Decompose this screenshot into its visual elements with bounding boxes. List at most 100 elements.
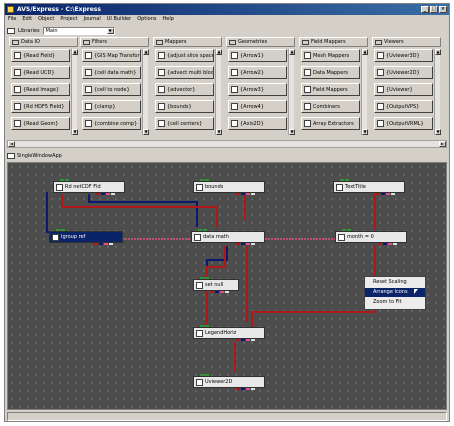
output-port[interactable]	[378, 243, 382, 245]
output-port[interactable]	[104, 243, 108, 245]
palette-module-button[interactable]: {Read Image}	[11, 83, 70, 96]
palette-hscrollbar[interactable]: ◄ ►	[7, 140, 447, 148]
menu-file[interactable]: File	[8, 16, 17, 22]
input-ports[interactable]	[56, 229, 65, 231]
input-port[interactable]	[200, 325, 204, 327]
output-ports[interactable]	[210, 291, 229, 293]
output-ports[interactable]	[376, 193, 395, 195]
output-port[interactable]	[381, 193, 385, 195]
output-port[interactable]	[251, 243, 255, 245]
output-port[interactable]	[225, 291, 229, 293]
output-port[interactable]	[376, 193, 380, 195]
network-node-data-math[interactable]: data math	[191, 229, 265, 245]
context-menu-item[interactable]: Arrange Icons	[365, 288, 425, 297]
palette-module-button[interactable]: Data Mappers	[301, 66, 360, 79]
scroll-right-icon[interactable]: ►	[439, 141, 446, 147]
output-port[interactable]	[251, 388, 255, 390]
palette-module-button[interactable]: {cell data math}	[82, 66, 141, 79]
palette-module-button[interactable]: {GIS Map Transfor	[82, 49, 141, 62]
palette-module-button[interactable]: {cell to node}	[82, 83, 141, 96]
palette-module-button[interactable]: {Arrow2}	[228, 66, 287, 79]
output-ports[interactable]	[96, 193, 115, 195]
output-port[interactable]	[236, 339, 240, 341]
palette-module-button[interactable]: {advect multi block	[155, 66, 214, 79]
input-port[interactable]	[342, 229, 346, 231]
palette-module-button[interactable]: {adjust slice space	[155, 49, 214, 62]
palette-column-header[interactable]: Filters	[80, 37, 149, 47]
output-port[interactable]	[99, 243, 103, 245]
palette-module-button[interactable]: {Uviewer}	[374, 83, 433, 96]
input-port[interactable]	[56, 229, 60, 231]
palette-module-button[interactable]: {combine comp}	[82, 117, 141, 130]
output-port[interactable]	[109, 243, 113, 245]
chevron-down-icon[interactable]: ▼	[106, 27, 114, 34]
output-port[interactable]	[251, 339, 255, 341]
output-port[interactable]	[101, 193, 105, 195]
palette-vscrollbar[interactable]: ▲▼	[71, 49, 78, 135]
output-port[interactable]	[106, 193, 110, 195]
scroll-up-icon[interactable]: ▲	[143, 49, 149, 55]
output-port[interactable]	[96, 193, 100, 195]
palette-vscrollbar[interactable]: ▲▼	[288, 49, 295, 135]
palette-module-button[interactable]: {Read Geom}	[11, 117, 70, 130]
output-port[interactable]	[246, 388, 250, 390]
network-node-legend-horiz[interactable]: LegendHoriz	[193, 325, 265, 341]
output-port[interactable]	[246, 193, 250, 195]
input-port[interactable]	[345, 179, 349, 181]
palette-module-button[interactable]: {OutputVPS}	[374, 100, 433, 113]
output-port[interactable]	[388, 243, 392, 245]
close-button[interactable]: ×	[439, 6, 447, 13]
palette-module-button[interactable]: {OutputVRML}	[374, 117, 433, 130]
input-port[interactable]	[340, 179, 344, 181]
network-node-month[interactable]: month = 0	[335, 229, 407, 245]
scroll-down-icon[interactable]: ▼	[143, 129, 149, 135]
menu-object[interactable]: Object	[38, 16, 55, 22]
palette-vscrollbar[interactable]: ▲▼	[361, 49, 368, 135]
output-port[interactable]	[246, 339, 250, 341]
palette-column-header[interactable]: Data IO	[9, 37, 78, 47]
output-port[interactable]	[391, 193, 395, 195]
menu-help[interactable]: Help	[162, 16, 174, 22]
output-port[interactable]	[383, 243, 387, 245]
scroll-up-icon[interactable]: ▲	[362, 49, 368, 55]
output-port[interactable]	[94, 243, 98, 245]
palette-vscrollbar[interactable]: ▲▼	[142, 49, 149, 135]
input-port[interactable]	[203, 229, 207, 231]
scroll-down-icon[interactable]: ▼	[72, 129, 78, 135]
minimize-button[interactable]: _	[421, 6, 429, 13]
palette-column-header[interactable]: Viewers	[372, 37, 441, 47]
palette-module-button[interactable]: {Arrow4}	[228, 100, 287, 113]
palette-module-button[interactable]: {cell centers}	[155, 117, 214, 130]
input-port[interactable]	[61, 229, 65, 231]
palette-module-button[interactable]: {Uviewer3D}	[374, 49, 433, 62]
input-port[interactable]	[198, 229, 202, 231]
network-node-text-title[interactable]: TextTitle	[333, 179, 405, 195]
network-node-set-null[interactable]: set null	[193, 277, 239, 293]
input-port[interactable]	[205, 277, 209, 279]
palette-module-button[interactable]: {clamp}	[82, 100, 141, 113]
output-port[interactable]	[236, 388, 240, 390]
palette-vscrollbar[interactable]: ▲▼	[215, 49, 222, 135]
scroll-up-icon[interactable]: ▲	[216, 49, 222, 55]
output-port[interactable]	[241, 193, 245, 195]
palette-module-button[interactable]: {Arrow1}	[228, 49, 287, 62]
scroll-up-icon[interactable]: ▲	[289, 49, 295, 55]
palette-module-button[interactable]: {Rd HDF5 Field}	[11, 100, 70, 113]
input-port[interactable]	[205, 325, 209, 327]
palette-module-button[interactable]: {Read UCD}	[11, 66, 70, 79]
output-port[interactable]	[386, 193, 390, 195]
palette-module-button[interactable]: {advector}	[155, 83, 214, 96]
palette-module-button[interactable]: Array Extractors	[301, 117, 360, 130]
menu-project[interactable]: Project	[60, 16, 78, 22]
palette-module-button[interactable]: {bounds}	[155, 100, 214, 113]
menu-options[interactable]: Options	[137, 16, 157, 22]
output-port[interactable]	[241, 243, 245, 245]
scroll-up-icon[interactable]: ▲	[435, 49, 441, 55]
menu-edit[interactable]: Edit	[22, 16, 33, 22]
input-port[interactable]	[200, 179, 204, 181]
input-ports[interactable]	[198, 229, 207, 231]
palette-module-button[interactable]: {Read Field}	[11, 49, 70, 62]
input-port[interactable]	[60, 179, 64, 181]
output-port[interactable]	[215, 291, 219, 293]
menu-journal[interactable]: Journal	[83, 16, 101, 22]
